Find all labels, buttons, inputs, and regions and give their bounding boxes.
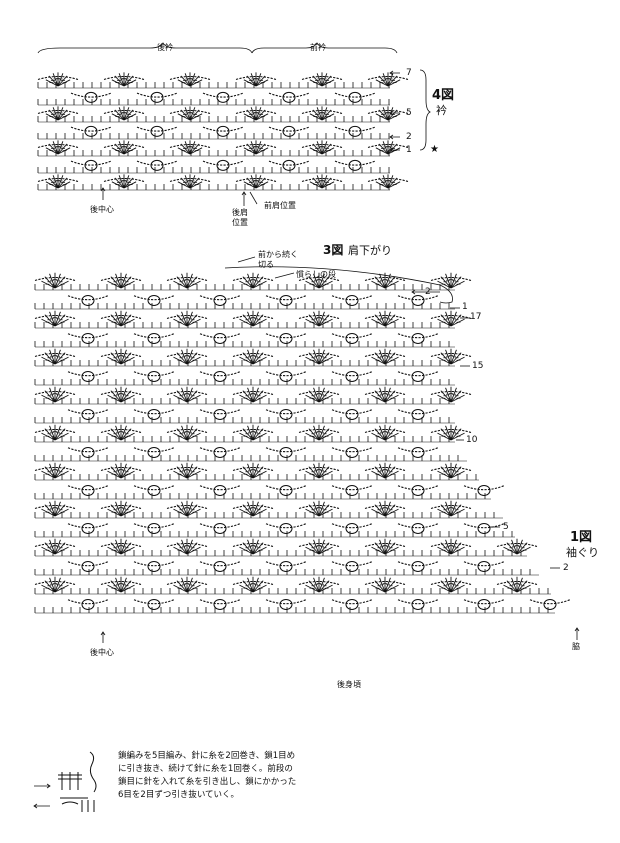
fig3-title: 3図 (323, 243, 344, 257)
arrow-row5 (389, 110, 400, 116)
arrow-center-back-4 (100, 187, 106, 200)
adjust-row-arc (224, 266, 453, 304)
arrow-center-back-3 (100, 631, 106, 643)
fig4-right-brace (419, 69, 431, 151)
figure4-collar-chart (37, 72, 409, 191)
legend-arrow-right (34, 783, 51, 789)
fig3-row17-marker: 17 (470, 312, 482, 322)
arrow-row2 (389, 134, 400, 140)
front-collar-bracket (251, 42, 398, 54)
cut-callout-line (237, 256, 256, 263)
fig3-row10-marker: 10 (466, 435, 478, 445)
fig3-row15-marker: 15 (472, 361, 484, 371)
fig4-row5-marker: 5 (406, 108, 412, 118)
star-mark: ★ (430, 144, 439, 155)
legend-arrow-left (33, 803, 50, 809)
arrow-row2-fig3 (411, 289, 440, 295)
front-collar-label: 前衿 (310, 43, 326, 52)
fig4-row2-marker: 2 (406, 132, 412, 142)
fig1-center-back: 後中心 (90, 648, 114, 657)
back-shoulder-position: 後肩 位置 (232, 208, 248, 227)
fig1-subtitle: 袖ぐり (566, 546, 599, 559)
stitch-legend-symbol (58, 751, 97, 812)
stitch-instructions: 鎖編みを5目編み、針に糸を2回巻き、鎖1目めに引き抜き、続けて針に糸を1回巻く。… (118, 751, 297, 800)
fig4-subtitle: 衿 (436, 104, 447, 117)
arrow-front-shoulder (249, 191, 258, 205)
fig1-row2-marker: 2 (563, 563, 569, 573)
back-collar-bracket (37, 42, 253, 54)
fig4-center-back: 後中心 (90, 205, 114, 214)
back-body-caption: 後身頃 (337, 680, 361, 689)
cut-callout: 前から続く 切る (258, 250, 298, 269)
adjust-row-callout: 慣らしの段 (296, 270, 336, 279)
fig4-row7-marker: 7 (406, 68, 412, 78)
back-collar-label: 後衿 (157, 43, 173, 52)
fig3-row1-marker: 1 (462, 302, 468, 312)
fig4-title: 4図 (432, 88, 455, 103)
adjust-callout-line (274, 272, 295, 279)
arrow-side (574, 627, 580, 640)
arrow-back-shoulder (241, 191, 247, 206)
fig3-row2-marker: 2 (425, 287, 431, 297)
fig1-title: 1図 (570, 530, 593, 545)
side-label: 脇 (572, 642, 580, 651)
fig3-row5-marker: 5 (503, 522, 509, 532)
arrow-row7 (389, 70, 400, 76)
fig4-row1-marker: 1 (406, 145, 412, 155)
chart-annotations (33, 42, 580, 809)
figure3-shoulder-chart (34, 272, 571, 614)
arrow-row1 (389, 147, 400, 153)
front-shoulder-position: 前肩位置 (264, 201, 296, 210)
fig3-subtitle: 肩下がり (348, 244, 392, 257)
